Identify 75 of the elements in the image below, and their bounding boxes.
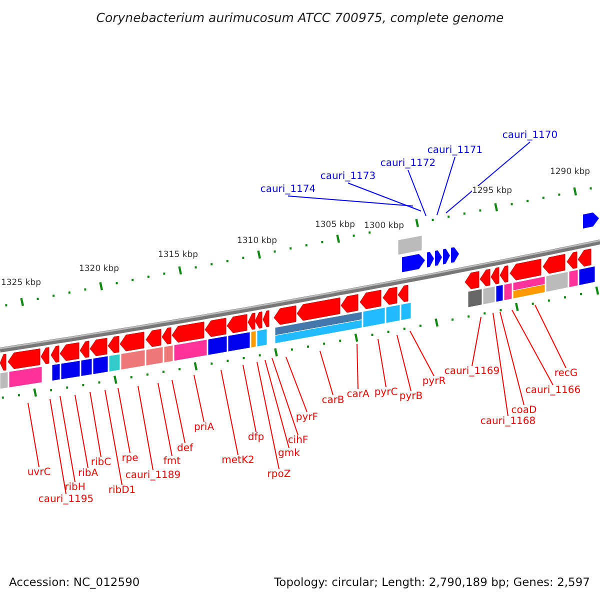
- gene-label: coaD: [511, 405, 537, 417]
- leader-line: [286, 356, 308, 412]
- gene-label: uvrC: [27, 467, 51, 479]
- gene-label: recG: [554, 368, 578, 380]
- gene-label: carA: [346, 389, 370, 401]
- gene-label: cauri_1172: [380, 158, 436, 170]
- leader-line: [158, 382, 172, 456]
- gene-label: cihF: [288, 435, 308, 447]
- gene-label: cauri_1173: [320, 171, 376, 183]
- gene-label: cauri_1171: [427, 145, 483, 157]
- gene-label: cauri_1174: [260, 184, 316, 196]
- leader-line: [396, 334, 412, 392]
- scale-label: 1310 kbp: [236, 236, 278, 246]
- gene-label: priA: [194, 422, 214, 434]
- leader-line: [28, 402, 40, 468]
- leader-line: [492, 312, 508, 416]
- scale-label: 1305 kbp: [314, 220, 356, 230]
- scale-label: 1325 kbp: [0, 278, 42, 288]
- leader-line: [220, 370, 238, 456]
- leader-line: [118, 388, 130, 454]
- gene-label: pyrB: [399, 391, 423, 403]
- gene-label: pyrC: [374, 387, 398, 399]
- gene-label: pyrR: [422, 376, 446, 388]
- leader-line: [348, 182, 422, 212]
- leader-line: [320, 350, 334, 396]
- gene-label: cauri_1168: [480, 416, 536, 428]
- gene-label: def: [176, 443, 194, 455]
- leader-line: [74, 394, 88, 468]
- gene-label: cauri_1170: [502, 130, 558, 142]
- gene-label: rpe: [122, 453, 138, 465]
- leader-line: [356, 344, 358, 390]
- leader-line: [288, 196, 414, 206]
- leader-line: [378, 338, 386, 388]
- leader-line: [242, 364, 256, 432]
- leader-line: [410, 330, 434, 376]
- leader-line: [194, 374, 204, 422]
- gene-label: carB: [322, 395, 344, 407]
- leader-line: [104, 390, 122, 486]
- scale-label: 1300 kbp: [364, 221, 404, 231]
- leader-line: [172, 380, 186, 444]
- leader-line: [436, 156, 456, 216]
- leader-line: [138, 386, 154, 470]
- scale-label: 1295 kbp: [472, 186, 512, 196]
- gene-label: metK2: [222, 455, 254, 467]
- accession-text: Accession: NC_012590: [9, 575, 140, 589]
- leader-line: [534, 304, 566, 368]
- leader-line: [408, 170, 426, 216]
- scale-label: 1320 kbp: [78, 264, 120, 274]
- gene-label: ribA: [78, 468, 98, 480]
- gene-label: cauri_1166: [525, 385, 581, 397]
- leader-line: [272, 358, 298, 436]
- scale-label: 1315 kbp: [158, 250, 198, 260]
- gene-label: ribD1: [108, 485, 136, 497]
- gene-label: cauri_1189: [125, 470, 181, 482]
- leader-line: [472, 316, 482, 366]
- gene-label: cauri_1169: [444, 366, 500, 378]
- title: Corynebacterium aurimucosum ATCC 700975, complete genome: [95, 10, 505, 25]
- leader-line: [50, 398, 66, 494]
- leader-line: [256, 362, 280, 470]
- gene-label: ribC: [90, 457, 112, 469]
- scale-label: 1290 kbp: [550, 167, 590, 177]
- leader-line: [500, 312, 524, 406]
- gene-label: cauri_1195: [38, 494, 94, 506]
- genome-stats-text: Topology: circular; Length: 2,790,189 bp; Genes: 2,597: [274, 575, 590, 589]
- gene-label: rpoZ: [267, 469, 291, 481]
- leader-line: [512, 310, 554, 386]
- leader-line: [90, 392, 102, 458]
- leader-line: [264, 360, 290, 448]
- leader-line: [60, 396, 76, 482]
- gene-label: fmt: [163, 456, 181, 468]
- gene-label: gmk: [278, 448, 300, 460]
- gene-label: ribH: [64, 482, 86, 494]
- gene-label: pyrF: [296, 412, 318, 424]
- gene-label: dfp: [248, 432, 264, 444]
- leader-line: [446, 142, 530, 214]
